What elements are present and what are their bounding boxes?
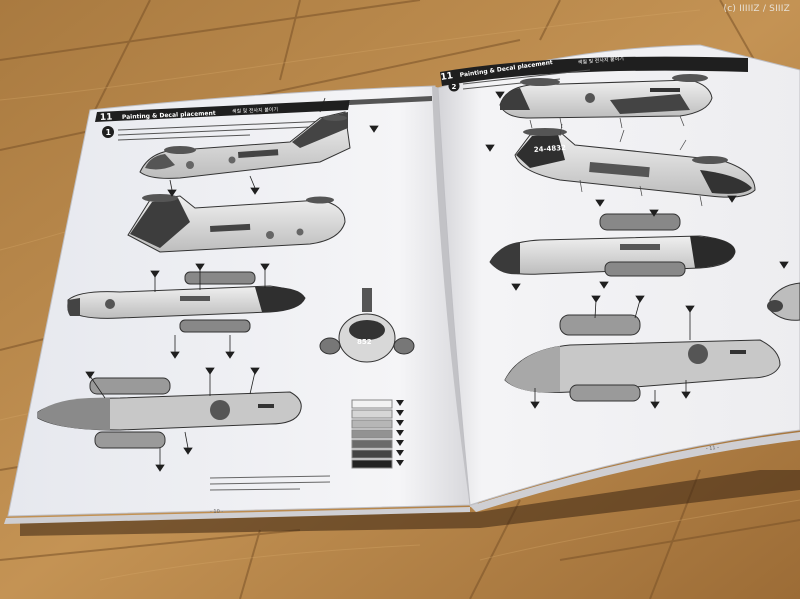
- left-step-number: 1: [106, 128, 112, 137]
- left-helicopter-top-view: [67, 271, 306, 333]
- left-helicopter-front-view: 852: [319, 288, 415, 363]
- left-header-tail: [349, 96, 432, 105]
- left-page-edge: [4, 507, 470, 524]
- right-edge-helicopter-partial: [767, 282, 800, 321]
- right-step-number: 2: [452, 83, 457, 91]
- right-step-badge: [448, 80, 460, 92]
- right-helicopter-bottom-view: [504, 314, 781, 402]
- right-helicopter-top-view: [489, 213, 736, 277]
- left-color-swatch-legend: [351, 399, 404, 469]
- left-helicopter-bottom-view: [37, 377, 302, 449]
- left-callout-arrows: [85, 97, 379, 472]
- left-page-number: - 10 -: [210, 509, 223, 515]
- right-helicopter-side-1: [499, 74, 713, 119]
- right-leader-lines: [529, 115, 703, 207]
- left-section-number: 11: [100, 112, 113, 123]
- left-header-title: Painting & Decal placement: [122, 110, 216, 121]
- right-section-number: 11: [440, 71, 454, 83]
- right-page-edge: [470, 432, 800, 512]
- left-header-bar: [95, 100, 350, 122]
- left-helicopter-side-1: [139, 111, 351, 179]
- right-serial-marking: 24-4832: [534, 144, 567, 154]
- floor-grain: [0, 9, 800, 581]
- left-caption-lines: [117, 120, 331, 141]
- right-header-bar: [440, 56, 748, 86]
- right-header-korean: 색칠 및 전사지 붙이기: [578, 55, 625, 66]
- right-page-number: - 11 -: [706, 445, 720, 452]
- right-callout-arrows: [485, 91, 789, 409]
- booklet-spine: [432, 86, 478, 507]
- left-footnote-lines: [209, 475, 331, 491]
- left-helicopter-side-2: [127, 194, 346, 253]
- left-step-badge: [102, 126, 114, 138]
- booklet-shadow: [20, 470, 800, 536]
- photo-watermark: (c) IIIIIZ / SIIIZ: [723, 4, 790, 14]
- right-helicopter-side-2: 24-4832: [514, 128, 756, 198]
- left-header-korean: 색칠 및 전사지 붙이기: [232, 106, 278, 115]
- left-serial-marking: 852: [357, 338, 372, 346]
